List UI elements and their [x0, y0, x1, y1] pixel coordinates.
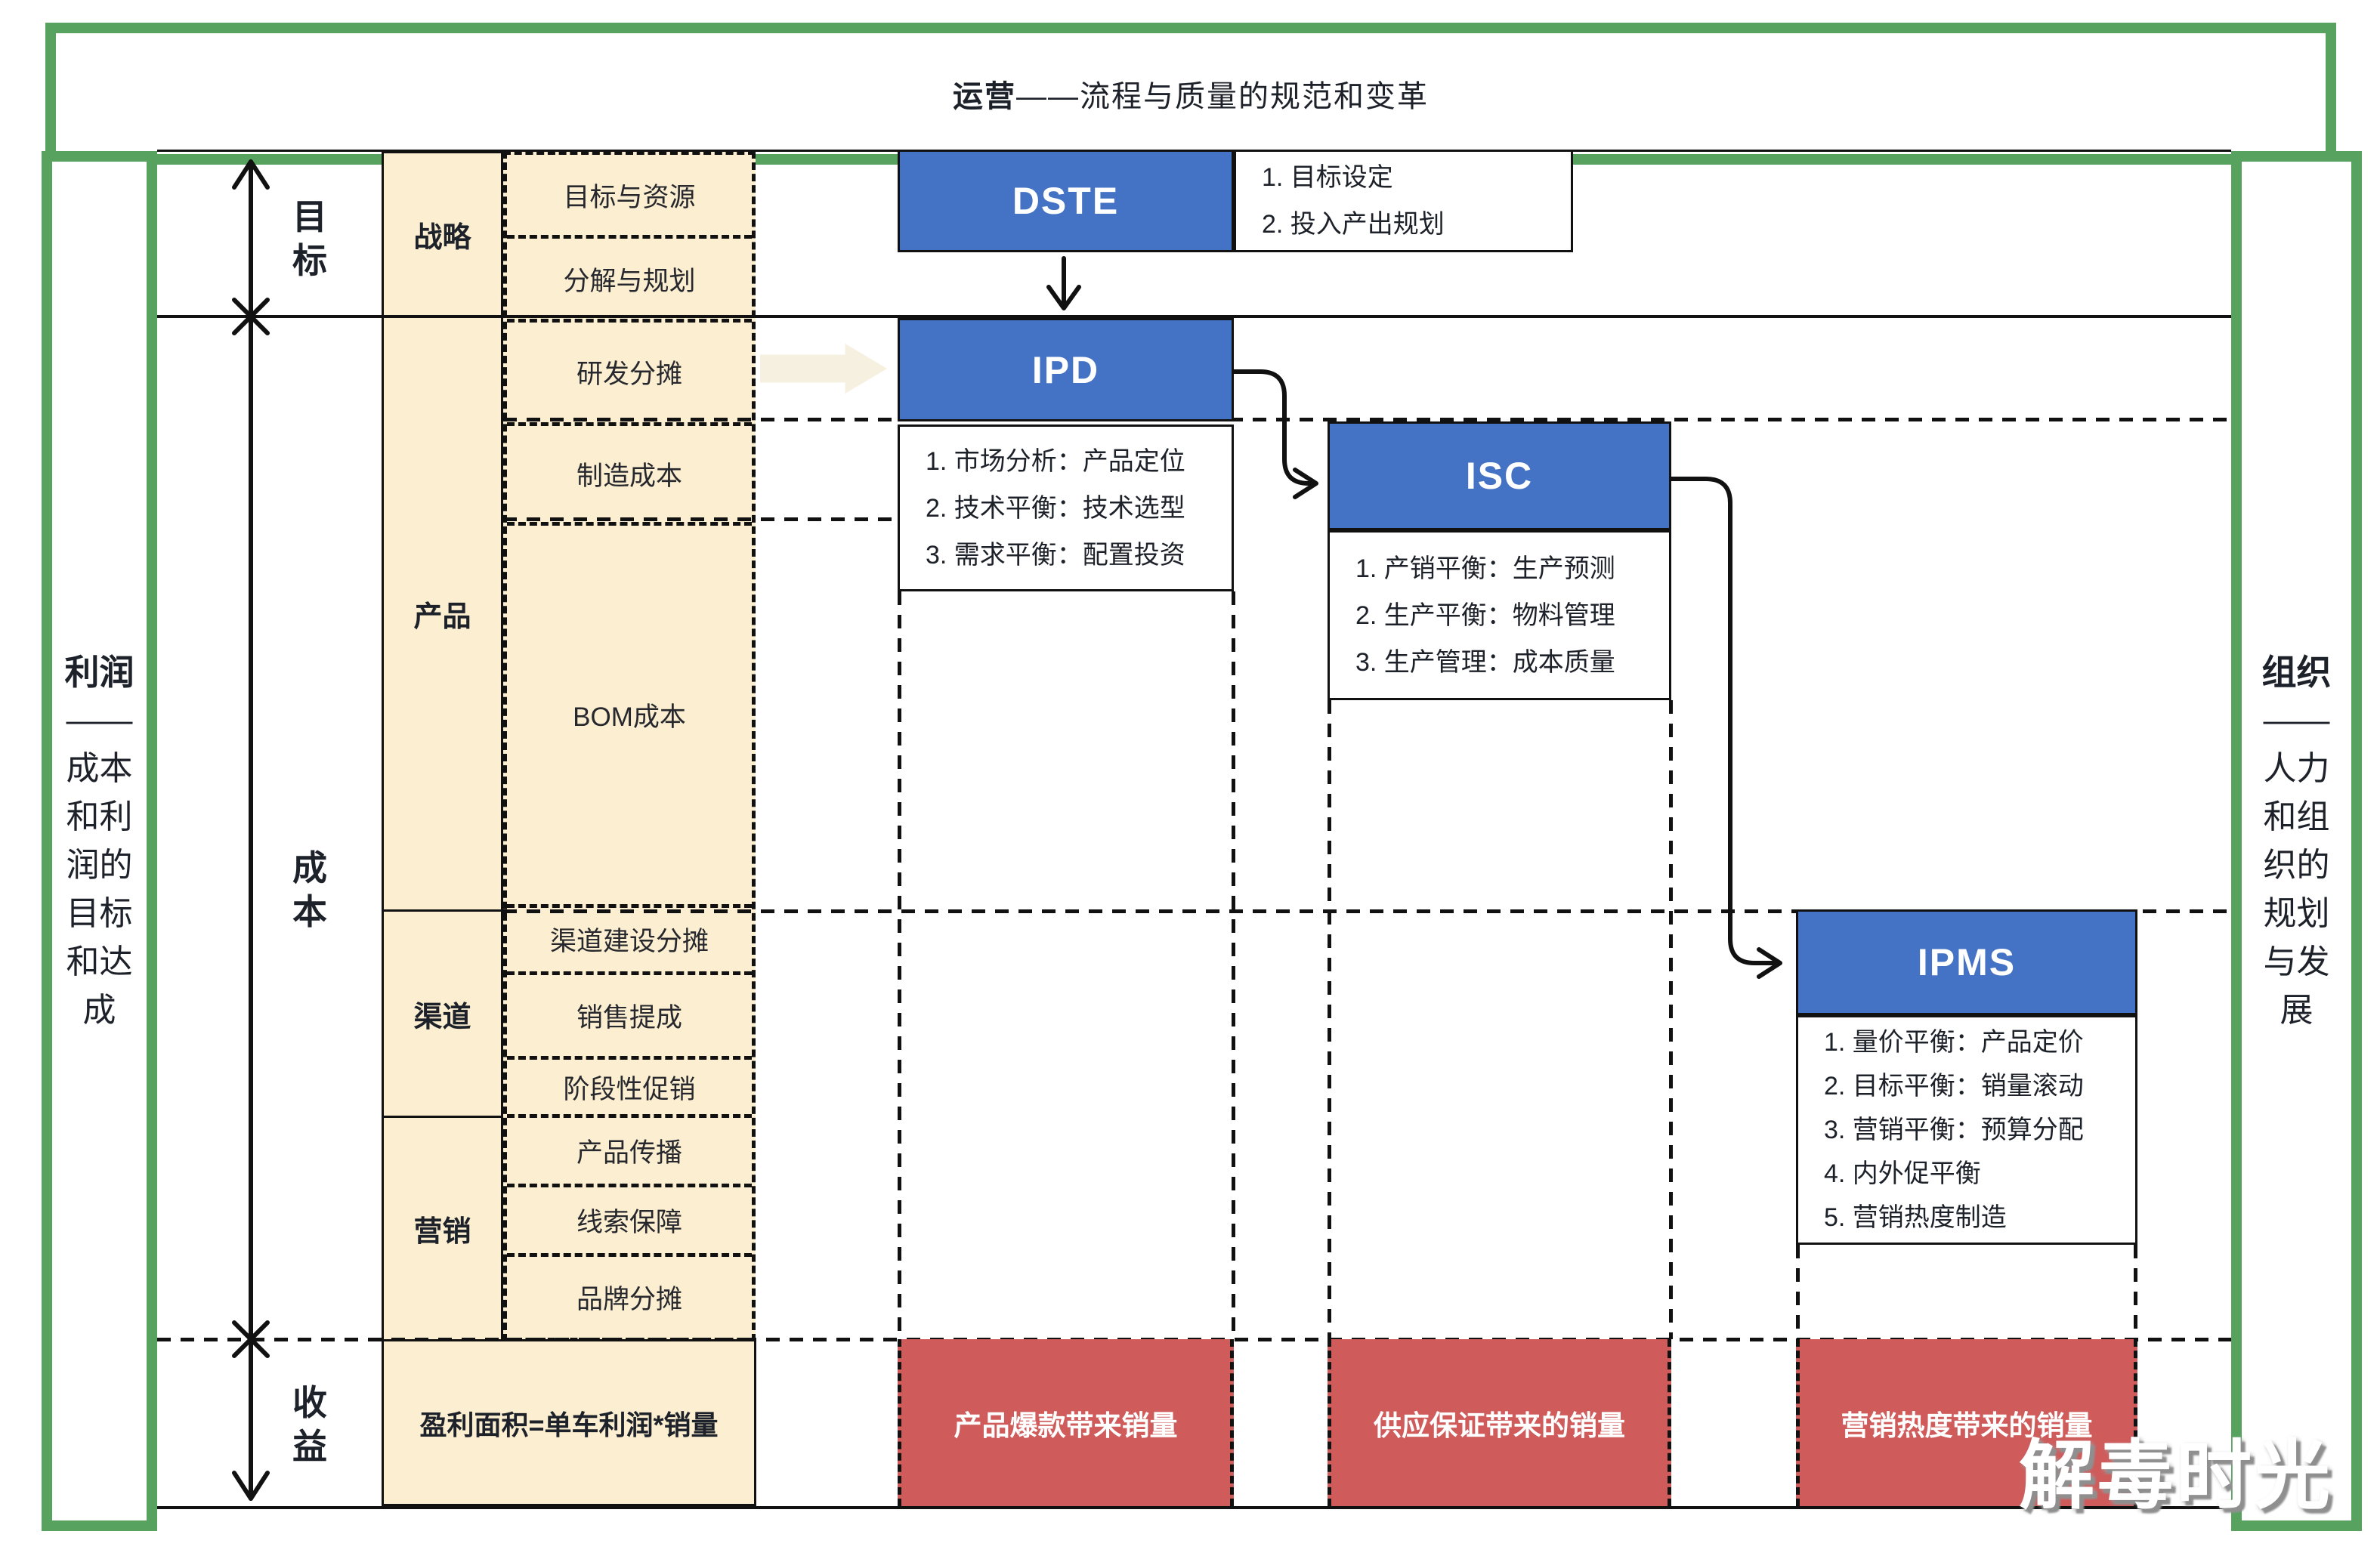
measure-arrow-top-head-icon [232, 159, 270, 190]
isc-to-ipms-arrowhead-icon [1757, 947, 1782, 979]
cost-items-stack: 目标与资源 分解与规划 研发分摊 制造成本 BOM成本 渠道建设分摊 销售提成 … [503, 151, 756, 1341]
row-header-channel: 渠道 [382, 909, 503, 1118]
left-panel-line: 和达 [66, 943, 133, 980]
goal-cost-divider-line [157, 315, 2231, 318]
cost-to-ipd-block-arrow-icon [760, 344, 887, 394]
axis-label-goal: 目标 [292, 197, 327, 280]
dashed-column-isc-left [1328, 700, 1331, 1339]
banner-title: 运营——流程与质量的规范和变革 [56, 33, 2326, 154]
cost-item-leads-guarantee: 线索保障 [507, 1184, 752, 1253]
banner-title-rest: ——流程与质量的规范和变革 [1016, 80, 1429, 113]
ipd-to-isc-connector [1232, 369, 1314, 486]
right-organization-panel: 组织 —— 人力 和组 织的 规划 与发 展 [2231, 151, 2362, 1531]
right-organization-text: 组织 —— 人力 和组 织的 规划 与发 展 [2242, 162, 2351, 1520]
process-list-ipd: 1. 市场分析：产品定位 2. 技术平衡：技术选型 3. 需求平衡：配置投资 [898, 424, 1234, 591]
cost-item-product-communication: 产品传播 [507, 1114, 752, 1184]
dste-list-item: 1. 目标设定 [1262, 163, 1393, 192]
process-list-isc: 1. 产销平衡：生产预测 2. 生产平衡：物料管理 3. 生产管理：成本质量 [1328, 530, 1671, 700]
cost-item-decompose-plan: 分解与规划 [507, 235, 752, 319]
right-panel-line: 人力 [2263, 749, 2330, 787]
dashed-column-ipd-right [1232, 591, 1235, 1339]
cost-item-sales-commission: 销售提成 [507, 971, 752, 1056]
dashed-line-rnd-manufacturing [503, 418, 2231, 421]
right-panel-line: 和组 [2263, 798, 2330, 835]
watermark-text: 解毒时光 [2019, 1434, 2333, 1518]
right-panel-line: 展 [2280, 991, 2314, 1029]
right-panel-line: 规划 [2263, 894, 2330, 932]
left-profit-text: 利润 —— 成本 和利 润的 目标 和达 成 [52, 162, 147, 1520]
ipd-list-item: 3. 需求平衡：配置投资 [926, 540, 1185, 570]
measure-arrow-bottom-head-icon [232, 1471, 270, 1501]
cost-item-channel-build: 渠道建设分摊 [507, 903, 752, 971]
isc-to-ipms-connector [1669, 477, 1778, 965]
right-panel-line: 组织 [2261, 652, 2332, 692]
process-list-dste: 1. 目标设定 2. 投入产出规划 [1234, 150, 1573, 252]
dashed-column-isc-right [1669, 700, 1673, 1339]
process-box-isc: ISC [1328, 421, 1671, 530]
bottom-border-line [157, 1506, 2231, 1509]
cost-item-manufacturing-cost: 制造成本 [507, 421, 752, 522]
row-header-marketing: 营销 [382, 1116, 503, 1341]
process-list-ipms: 1. 量价平衡：产品定价 2. 目标平衡：销量滚动 3. 营销平衡：预算分配 4… [1796, 1015, 2137, 1245]
cost-item-bom-cost: BOM成本 [507, 521, 752, 904]
left-panel-line: —— [66, 701, 133, 739]
right-panel-line: —— [2263, 701, 2330, 739]
left-panel-line: 目标 [66, 894, 133, 932]
process-box-ipd: IPD [898, 318, 1234, 421]
left-panel-line: 和利 [66, 798, 133, 835]
axis-label-cost: 成本 [292, 848, 327, 931]
right-panel-line: 织的 [2263, 846, 2330, 884]
row-header-strategy: 战略 [382, 151, 503, 318]
isc-list-item: 3. 生产管理：成本质量 [1355, 647, 1615, 677]
ipms-list-item: 1. 量价平衡：产品定价 [1824, 1028, 2084, 1057]
profit-area-box: 盈利面积=单车利润*销量 [382, 1339, 756, 1506]
left-panel-line: 成 [82, 991, 116, 1029]
cost-item-goals-resources: 目标与资源 [563, 182, 696, 212]
ipd-list-item: 1. 市场分析：产品定位 [926, 446, 1185, 476]
cost-item-rnd-allocation: 研发分摊 [507, 319, 752, 421]
isc-list-item: 2. 生产平衡：物料管理 [1355, 600, 1615, 630]
left-panel-line: 成本 [66, 749, 133, 787]
dashed-column-ipms-right [2134, 1245, 2137, 1339]
left-profit-panel: 利润 —— 成本 和利 润的 目标 和达 成 [42, 151, 157, 1531]
ipd-to-isc-arrowhead-icon [1293, 468, 1318, 499]
axis-label-revenue: 收益 [292, 1383, 327, 1466]
dashed-line-manufacturing-bom [503, 517, 898, 521]
ipms-list-item: 3. 营销平衡：预算分配 [1824, 1116, 2084, 1144]
dste-list-item: 2. 投入产出规划 [1262, 210, 1445, 239]
cost-item-phased-promo: 阶段性促销 [507, 1055, 752, 1114]
isc-list-item: 1. 产销平衡：生产预测 [1355, 554, 1615, 583]
right-panel-line: 与发 [2263, 943, 2330, 980]
dashed-column-ipms-left [1796, 1245, 1800, 1339]
dste-to-ipd-arrowhead-icon [1046, 285, 1081, 310]
cost-item-brand-allocation: 品牌分摊 [507, 1252, 752, 1338]
ipd-list-item: 2. 技术平衡：技术选型 [926, 493, 1185, 523]
sales-box-supply: 供应保证带来的销量 [1328, 1339, 1671, 1506]
sales-box-marketing: 营销热度带来的销量 [1796, 1339, 2137, 1506]
ipms-list-item: 4. 内外促平衡 [1824, 1159, 1981, 1188]
banner-title-bold: 运营 [953, 80, 1016, 113]
left-panel-line: 利润 [64, 652, 134, 692]
row-header-product: 产品 [382, 316, 503, 912]
process-box-ipms: IPMS [1796, 909, 2137, 1015]
left-panel-line: 润的 [66, 846, 133, 884]
process-box-dste: DSTE [898, 150, 1234, 252]
dashed-line-product-channel [503, 909, 2231, 913]
sales-box-product: 产品爆款带来销量 [898, 1339, 1234, 1506]
top-banner: 运营——流程与质量的规范和变革 [45, 23, 2336, 165]
ipms-list-item: 5. 营销热度制造 [1824, 1203, 2007, 1232]
dashed-column-ipd-left [898, 591, 901, 1339]
ipms-list-item: 2. 目标平衡：销量滚动 [1824, 1072, 2084, 1101]
